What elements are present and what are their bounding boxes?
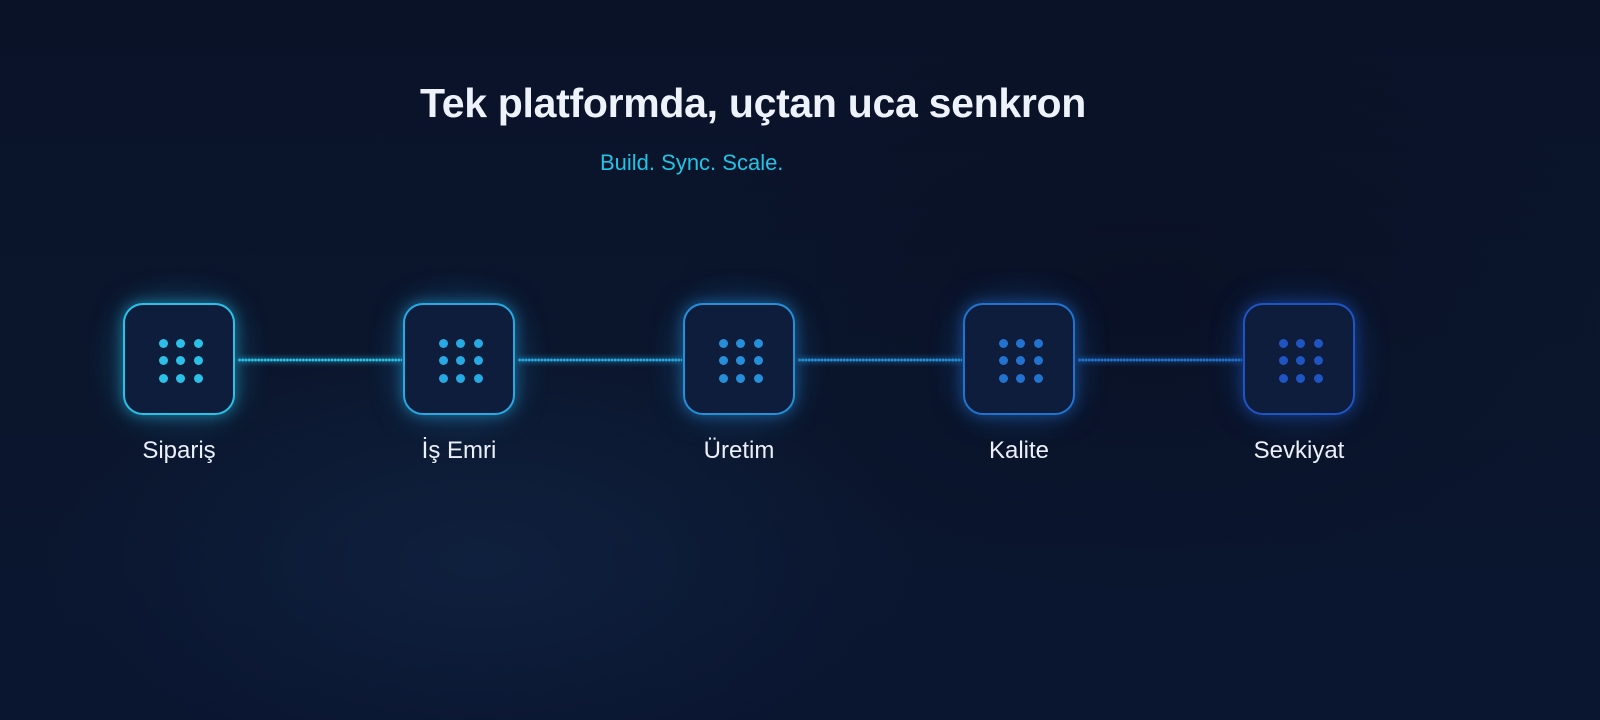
connector-4-5: [1078, 358, 1242, 362]
step-label-siparis: Sipariş: [142, 437, 216, 464]
connector-1-2: [238, 358, 402, 362]
grid-dots-icon: [155, 335, 207, 387]
grid-dots-icon: [435, 335, 487, 387]
connector-2-3: [518, 358, 682, 362]
step-tile-siparis: [81, 261, 277, 457]
step-label-is-emri: İş Emri: [421, 437, 497, 464]
step-label-kalite: Kalite: [988, 437, 1050, 464]
step-label-uretim: Üretim: [703, 437, 775, 464]
step-tile-sevkiyat: [1201, 261, 1397, 457]
step-tile-is-emri: [361, 261, 557, 457]
step-label-sevkiyat: Sevkiyat: [1253, 437, 1345, 464]
connector-3-4: [798, 358, 962, 362]
grid-dots-icon: [995, 335, 1047, 387]
page-title: Tek platformda, uçtan uca senkron: [420, 80, 1086, 126]
grid-dots-icon: [715, 335, 767, 387]
step-tile-uretim: [641, 261, 837, 457]
step-tile-kalite: [921, 261, 1117, 457]
page-subtitle: Build. Sync. Scale.: [600, 150, 784, 175]
grid-dots-icon: [1275, 335, 1327, 387]
